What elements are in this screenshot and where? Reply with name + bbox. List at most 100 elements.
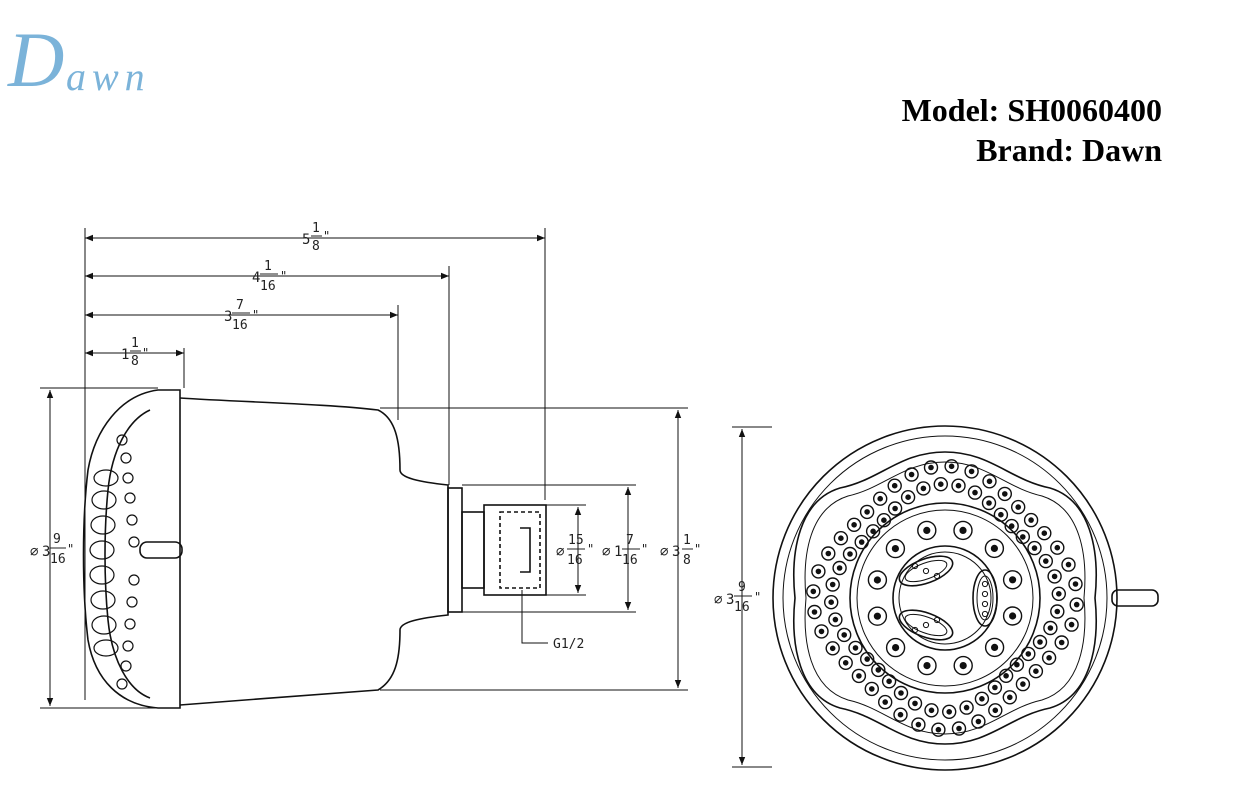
side-nozzles <box>89 434 140 690</box>
dim-overall-unit: " <box>323 229 330 243</box>
dim-conn-inner-unit: " <box>587 542 594 556</box>
nozzle <box>923 460 939 475</box>
model-brand-block: Model: SH0060400 Brand: Dawn <box>902 90 1162 170</box>
nozzle-center <box>968 468 975 475</box>
nozzle-center <box>864 656 871 662</box>
nozzle-center <box>841 632 848 638</box>
nozzle-center <box>811 609 818 615</box>
nozzle-center <box>852 645 859 651</box>
dim-face-diam-unit: " <box>67 542 74 556</box>
nozzle-center <box>856 673 862 679</box>
nozzle-center <box>1073 601 1080 608</box>
nozzle <box>887 501 903 516</box>
front-nozzles <box>806 459 1084 737</box>
nozzle-center <box>959 662 967 670</box>
nozzle-center <box>864 509 870 515</box>
nozzle-center <box>1051 573 1058 580</box>
nozzle-center <box>908 471 915 478</box>
nozzle-center <box>1041 530 1048 537</box>
nozzle <box>848 640 863 656</box>
nozzle-center <box>1008 523 1015 529</box>
nozzle <box>974 691 990 706</box>
nozzle <box>1009 657 1025 672</box>
dim-overall-num: 1 <box>312 221 320 236</box>
nozzle-center <box>892 644 900 652</box>
dim-face-diam-whole: 3 <box>42 544 50 560</box>
nozzle <box>871 662 886 678</box>
thread-callout: G1/2 <box>553 637 584 652</box>
nozzle-center <box>992 707 999 714</box>
leaf-jet-hole <box>911 626 919 634</box>
nozzle <box>953 520 973 541</box>
nozzle <box>860 651 875 667</box>
dim-face-depth-whole: 1 <box>121 347 129 363</box>
nozzle-center <box>923 526 931 535</box>
nozzle-center <box>1054 608 1061 615</box>
front-outer-ring <box>772 425 1118 771</box>
nozzle <box>864 681 879 697</box>
nozzle <box>916 481 931 496</box>
nozzle-center <box>938 481 944 488</box>
front-hub-inner <box>898 551 992 645</box>
leaf-jet-hole <box>922 621 930 629</box>
brand-label: Brand: <box>976 132 1074 168</box>
dim-body-whole: 3 <box>672 544 680 560</box>
front-dim-labels: ⌀ 3 9 16 " <box>714 580 761 615</box>
leaf-jet-hole <box>981 580 989 588</box>
nozzle <box>911 717 926 732</box>
dim-body-unit: " <box>694 542 701 556</box>
nozzle <box>1069 597 1084 612</box>
nozzle <box>944 459 959 474</box>
connector-collar <box>447 487 463 613</box>
nozzle-center <box>815 568 822 575</box>
nozzle <box>1050 604 1065 619</box>
nozzle <box>1054 635 1069 650</box>
nozzle <box>1037 526 1052 541</box>
nozzle <box>984 637 1005 658</box>
nozzle <box>1028 664 1044 679</box>
nozzle-center <box>975 718 982 725</box>
dim-body-prefix: ⌀ <box>660 544 669 560</box>
nozzle <box>846 517 862 532</box>
side-view <box>82 389 547 709</box>
dim-face-depth-den: 8 <box>131 354 139 369</box>
nozzle <box>825 641 840 656</box>
dawn-logo: D awn <box>7 16 145 98</box>
side-dimensions <box>40 228 688 709</box>
nozzle-center <box>882 699 889 705</box>
dim-conn-inner-prefix: ⌀ <box>556 544 565 560</box>
nozzle <box>942 704 957 719</box>
dim-front-unit: " <box>754 590 761 604</box>
nozzle-center <box>946 709 953 715</box>
nozzle <box>1002 570 1023 590</box>
side-dim-labels: 5 1 8 " 4 1 16 " 3 7 16 " 1 1 8 " ⌀ 3 9 … <box>30 221 701 652</box>
nozzle <box>867 606 888 626</box>
nozzle-center <box>991 643 999 652</box>
connector-thread-hex <box>520 527 531 573</box>
nozzle-center <box>1028 517 1034 523</box>
nozzle-center <box>847 551 853 557</box>
nozzle-center <box>877 495 884 502</box>
dim-conn-outer-den: 16 <box>622 553 638 568</box>
leaf-jet-hole <box>981 590 989 598</box>
nozzle <box>865 524 881 539</box>
nozzle-center <box>1033 668 1039 675</box>
center-leaf-jets <box>898 555 998 641</box>
nozzle <box>893 707 908 722</box>
nozzle-center <box>1068 621 1075 628</box>
nozzle <box>1050 540 1065 555</box>
nozzle-center <box>1025 651 1032 657</box>
nozzle-center <box>897 711 904 718</box>
nozzle <box>931 722 946 737</box>
face-plate-outline <box>82 389 181 709</box>
connector-thread-body <box>483 504 547 596</box>
nozzle-center <box>1058 639 1065 646</box>
model-label: Model: <box>901 92 1000 128</box>
dim-face-diam-prefix: ⌀ <box>30 544 39 560</box>
nozzle-center <box>1009 612 1017 620</box>
nozzle <box>987 680 1003 695</box>
nozzle <box>859 504 875 520</box>
dim-front-den: 16 <box>734 600 750 615</box>
nozzle <box>1015 676 1031 692</box>
nozzle <box>1011 499 1026 515</box>
